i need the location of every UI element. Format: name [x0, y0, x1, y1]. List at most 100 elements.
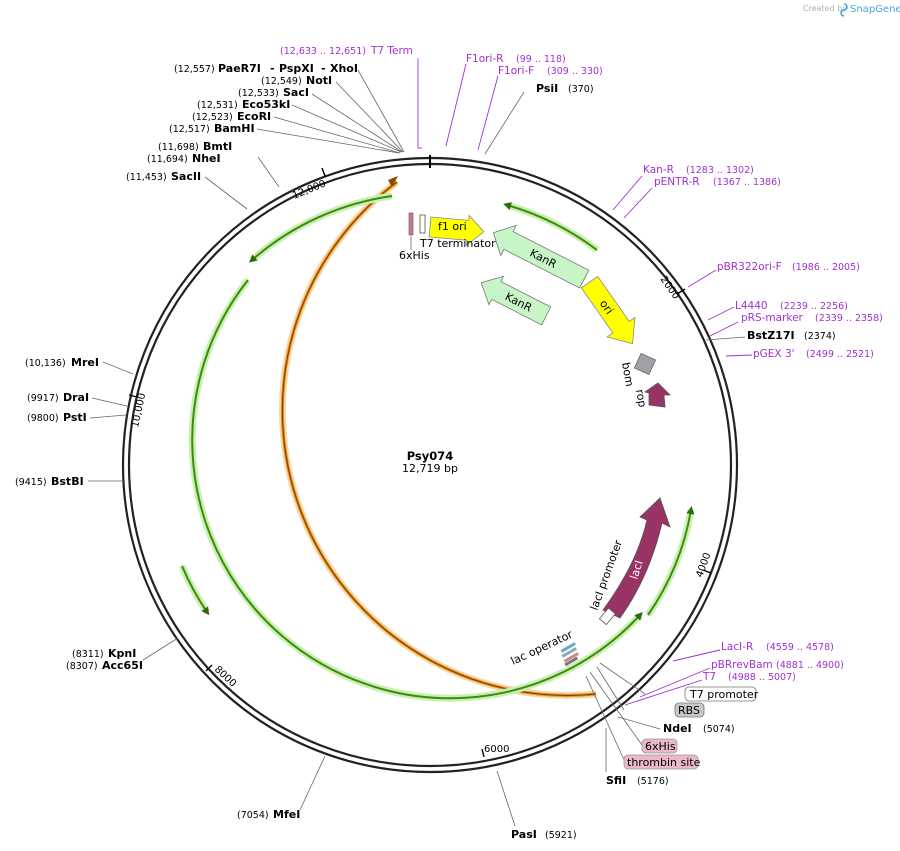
thrombin-box	[623, 754, 699, 770]
green-arc-4	[647, 506, 695, 616]
site-drai-pos: (9917)	[27, 393, 59, 404]
leader-kpni	[142, 637, 179, 661]
his6-box	[641, 738, 678, 754]
plead-f1orir	[445, 63, 467, 147]
site-xhoi-dash: -	[321, 62, 326, 75]
leader-thrombin	[585, 675, 626, 763]
t7-terminator-marker	[419, 214, 426, 234]
primer-pgex3-range: (2499 .. 2521)	[806, 349, 874, 360]
his6-box-label: 6xHis	[645, 740, 676, 753]
primer-lacir-range: (4559 .. 4578)	[766, 642, 834, 653]
primer-pentrr-range: (1367 .. 1386)	[713, 177, 781, 188]
plasmid-size: 12,719 bp	[402, 462, 458, 475]
plasmid-name: Psy074	[407, 449, 454, 463]
site-nhei-pos: (11,694)	[147, 154, 188, 165]
site-leaders	[88, 69, 746, 827]
leader-sacii	[204, 176, 248, 210]
tick-label-2000: 2000	[658, 274, 682, 301]
site-acc65i-pos: (8307)	[66, 661, 98, 672]
tick-10000	[128, 394, 138, 398]
leader-t7promoter	[599, 662, 646, 695]
leader-ndei	[617, 716, 661, 730]
leader-psti	[89, 414, 127, 419]
site-sacii-pos: (11,453)	[126, 172, 167, 183]
t7-terminator-label: T7 terminator	[419, 237, 496, 250]
tick-4000	[702, 569, 712, 574]
plead-pbr322	[687, 269, 717, 288]
leader-6xhis	[589, 671, 643, 746]
primer-t7term-range: (12,633 .. 12,651)	[280, 46, 366, 57]
t7-promoter-box	[684, 686, 757, 702]
primer-t7term: T7 Term	[370, 45, 413, 57]
site-bmti: BmtI	[203, 140, 232, 153]
green-feature-arcs	[178, 192, 695, 702]
primer-lacir: LacI-R	[721, 641, 753, 653]
tick-label-10000: 10,000	[130, 392, 148, 429]
site-saci-pos: (12,533)	[238, 88, 279, 99]
tick-label-6000: 6000	[484, 744, 509, 755]
kanr-inner: KanR	[480, 275, 552, 326]
plead-prsmarker	[709, 321, 739, 337]
site-noti-pos: (12,549)	[261, 76, 302, 87]
leader-bstz17i	[705, 336, 746, 341]
site-bmti-pos: (11,698)	[158, 142, 199, 153]
plead-f1orif	[477, 75, 499, 151]
site-mfei: MfeI	[273, 808, 300, 821]
plead-pentrr	[623, 187, 653, 219]
orange-feature-arc	[278, 176, 597, 699]
his6-top-marker	[408, 212, 414, 236]
primer-pgex3: pGEX 3'	[753, 348, 795, 360]
primer-kanr-range: (1283 .. 1302)	[686, 165, 754, 176]
leader-bmti	[257, 156, 280, 188]
site-pasi: PasI	[511, 828, 537, 841]
snapgene-brand: SnapGene	[850, 4, 900, 15]
primers: (12,633 .. 12,651) T7 Term F1ori-R (99 .…	[280, 45, 883, 683]
primer-t7-range: (4988 .. 5007)	[728, 672, 796, 683]
leader-mfei	[299, 755, 326, 811]
snapgene-logo: SnapGene	[840, 3, 900, 17]
primer-f1orir-range: (99 .. 118)	[516, 54, 566, 65]
leader-drai	[91, 397, 128, 407]
site-acc65i: Acc65I	[102, 659, 143, 672]
rbs-box	[674, 702, 705, 718]
laci-arrow	[602, 497, 671, 619]
leader-bamhi	[256, 128, 400, 154]
site-kpni: KpnI	[108, 647, 136, 660]
site-psti-pos: (9800)	[27, 413, 59, 424]
restriction-sites: (12,557) PaeR7I - PspXI - XhoI (12,549) …	[15, 62, 836, 841]
primer-pentrr: pENTR-R	[654, 176, 700, 188]
site-mrei-pos: (10,136)	[25, 358, 66, 369]
kanr-inner-arrow	[480, 275, 552, 326]
plead-lacir	[672, 649, 721, 662]
leader-mrei	[102, 361, 134, 375]
site-pspxi-dash: -	[270, 62, 275, 75]
site-paer7i-pos: (12,557)	[174, 64, 215, 75]
tick-2000	[676, 288, 686, 295]
his6-top-label: 6xHis	[399, 249, 430, 262]
green-arc-1	[248, 195, 393, 263]
green-arc-5	[503, 202, 598, 251]
site-bamhi-pos: (12,517)	[169, 124, 210, 135]
site-ecori: EcoRI	[237, 110, 271, 123]
primer-prsmarker: pRS-marker	[741, 312, 804, 324]
primer-kanr: Kan-R	[643, 164, 674, 176]
site-sacii: SacII	[171, 170, 201, 183]
primer-pbr322orif-range: (1986 .. 2005)	[792, 262, 860, 273]
laci-label: lacI	[627, 559, 645, 581]
kanr-outer-arrow	[492, 224, 590, 289]
green-arc-2-glow	[188, 277, 643, 702]
site-bstbi-pos: (9415)	[15, 477, 47, 488]
site-eco53ki: Eco53kI	[242, 98, 290, 111]
site-mfei-pos: (7054)	[237, 810, 269, 821]
site-bstz17i-pos: (2374)	[804, 331, 836, 342]
tick-6000	[481, 748, 485, 758]
orange-arc-arrowhead	[388, 176, 398, 187]
site-drai: DraI	[63, 391, 89, 404]
rbs-label: RBS	[678, 704, 700, 717]
site-kpni-pos: (8311)	[72, 649, 104, 660]
site-ecori-pos: (12,523)	[192, 112, 233, 123]
boxed-feature-labels: T7 promoter RBS 6xHis thrombin site	[623, 686, 759, 770]
t7-promoter-label: T7 promoter	[689, 688, 759, 701]
leader-rbs	[596, 666, 625, 711]
